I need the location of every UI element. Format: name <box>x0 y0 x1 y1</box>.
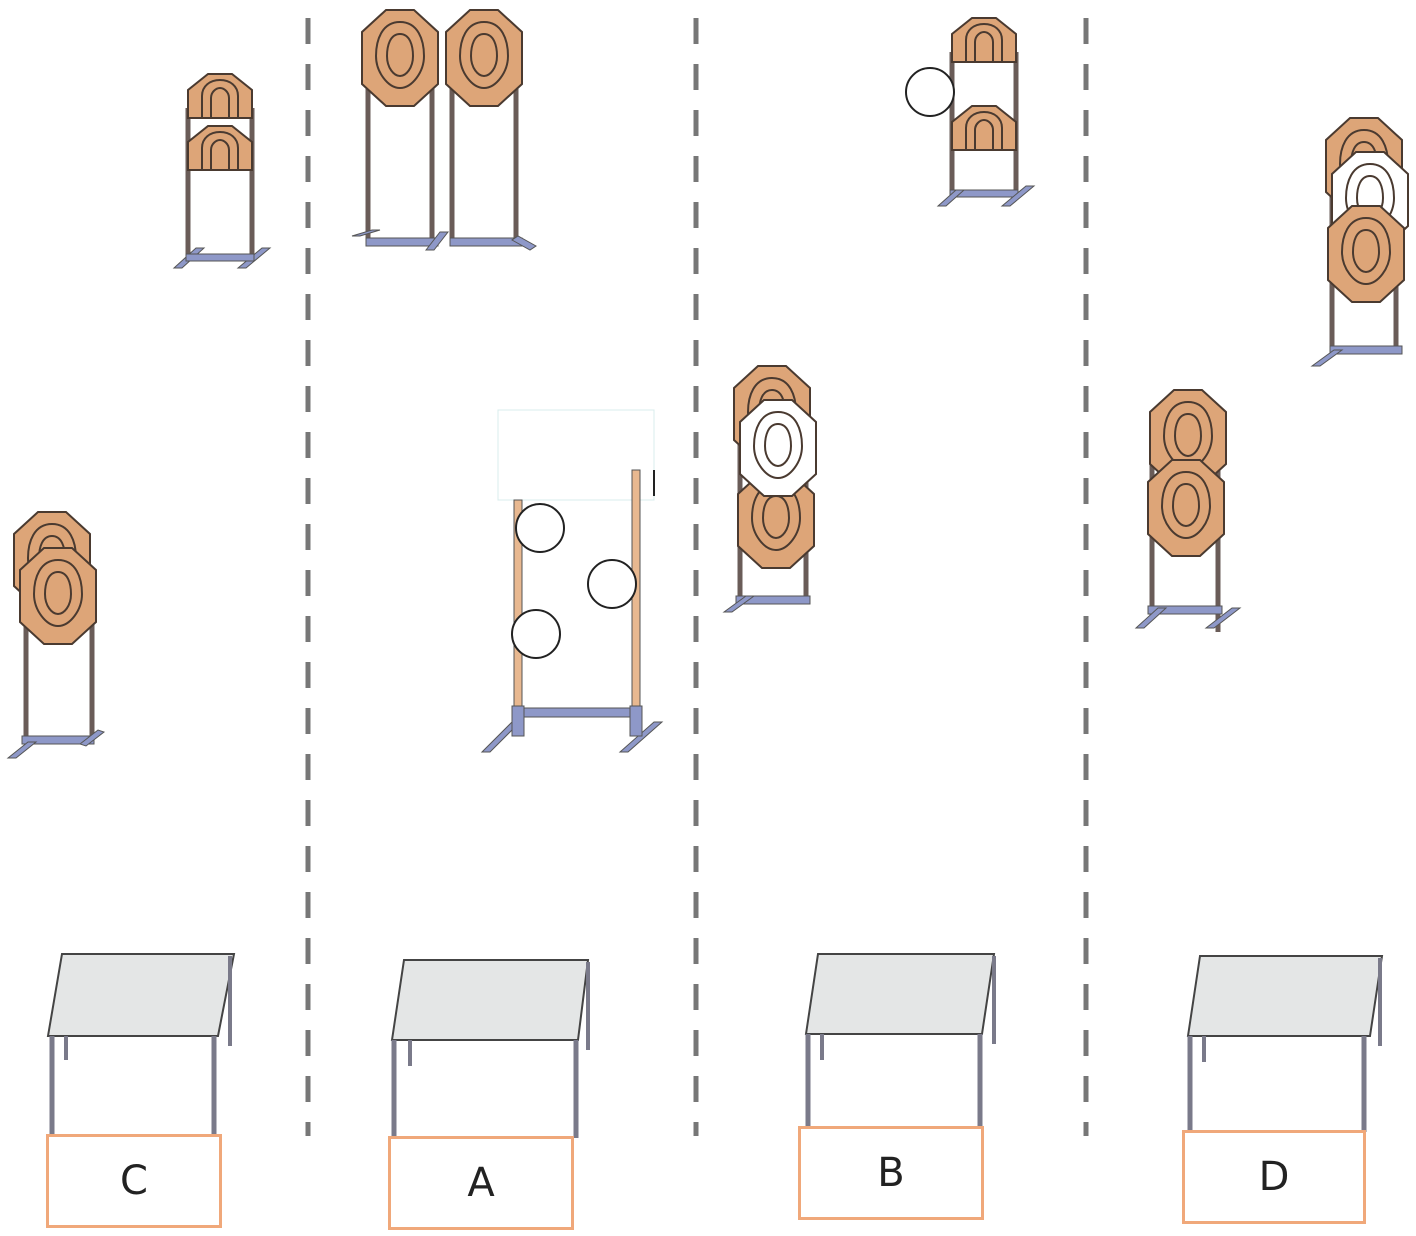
bay-label-b: B <box>798 1126 984 1220</box>
steel-target-icon <box>187 125 253 171</box>
target-stand-5 <box>6 511 106 759</box>
target-stand-7 <box>1134 389 1242 632</box>
popper-frame <box>480 409 664 753</box>
bay-label-d: D <box>1182 1130 1366 1224</box>
round-plate-icon <box>587 559 637 609</box>
target-stand-2 <box>351 9 537 251</box>
round-plate-icon <box>515 503 565 553</box>
steel-target-icon <box>187 73 253 119</box>
steel-target-icon <box>1327 205 1405 303</box>
steel-target-icon <box>951 105 1017 151</box>
table-a <box>390 959 590 1138</box>
steel-target-icon <box>951 17 1017 63</box>
table-c <box>46 953 236 1136</box>
table-d <box>1186 955 1384 1132</box>
lane-dividers <box>305 18 1089 1136</box>
round-plate-icon <box>511 609 561 659</box>
target-stand-4 <box>1310 117 1409 367</box>
target-stand-1 <box>172 73 272 269</box>
shooting-table-icon <box>390 959 590 1041</box>
target-stand-6 <box>722 365 817 613</box>
target-stand-3 <box>905 17 1036 207</box>
bay-label-a: A <box>388 1136 574 1230</box>
shooting-table-icon <box>46 953 236 1037</box>
table-b <box>804 953 996 1128</box>
bay-label-c: C <box>46 1134 222 1228</box>
steel-target-icon <box>19 547 97 645</box>
steel-target-icon <box>1147 459 1225 557</box>
shooting-table-icon <box>1186 955 1384 1037</box>
no-shoot-target-icon <box>739 399 817 497</box>
shooting-table-icon <box>804 953 996 1035</box>
steel-target-icon <box>445 9 523 107</box>
steel-target-icon <box>361 9 439 107</box>
round-plate-icon <box>905 67 955 117</box>
